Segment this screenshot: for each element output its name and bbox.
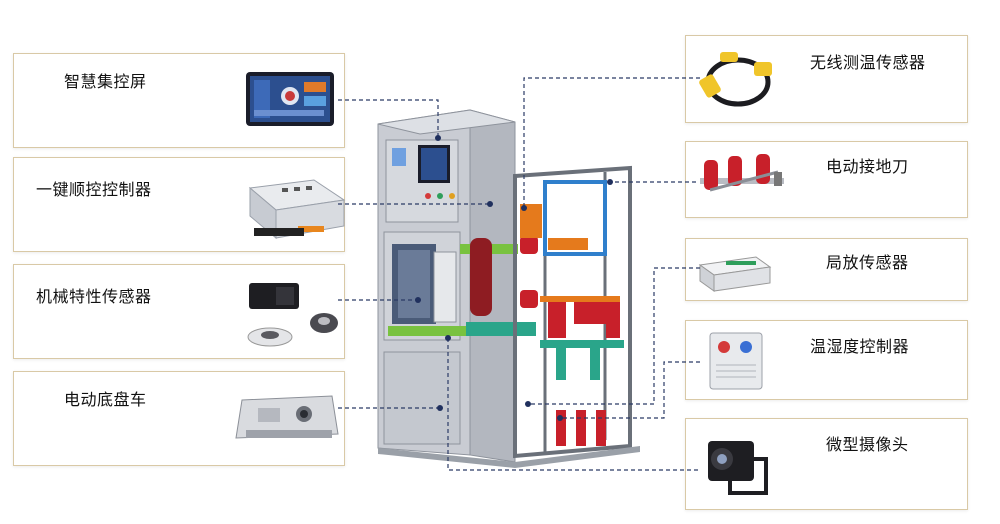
card-one-key-controller: 一键顺控控制器: [13, 157, 346, 252]
label-wireless-temp-sensor: 无线测温传感器: [810, 53, 926, 72]
card-wireless-temp-sensor: 无线测温传感器: [685, 35, 968, 123]
card-mechanical-sensor: 机械特性传感器: [13, 264, 345, 359]
camera-icon: [708, 441, 768, 495]
card-smart-screen: 智慧集控屏: [13, 53, 345, 148]
label-electric-chassis: 电动底盘车: [64, 390, 147, 409]
card-electric-earth-switch: 电动接地刀: [685, 141, 968, 218]
card-electric-chassis: 电动底盘车: [13, 371, 345, 466]
pd-sensor-box-icon: [698, 256, 772, 292]
label-micro-camera: 微型摄像头: [826, 435, 909, 454]
label-one-key-controller: 一键顺控控制器: [36, 180, 152, 199]
card-pd-sensor: 局放传感器: [685, 238, 968, 301]
label-pd-sensor: 局放传感器: [826, 253, 909, 272]
label-temp-humidity-controller: 温湿度控制器: [810, 337, 910, 356]
temp-sensor-ring-icon: [699, 52, 772, 107]
humidity-controller-icon: [709, 332, 763, 390]
label-smart-screen: 智慧集控屏: [64, 72, 147, 91]
chassis-cart-icon: [235, 395, 339, 439]
earth-switch-icon: [700, 154, 784, 192]
label-mechanical-sensor: 机械特性传感器: [36, 287, 152, 306]
controller-box-icon: [248, 179, 346, 240]
card-temp-humidity-controller: 温湿度控制器: [685, 320, 968, 400]
label-electric-earth-switch: 电动接地刀: [826, 157, 909, 176]
smart-screen-icon: [246, 72, 334, 126]
card-micro-camera: 微型摄像头: [685, 418, 968, 510]
sensor-set-icon: [247, 283, 338, 347]
